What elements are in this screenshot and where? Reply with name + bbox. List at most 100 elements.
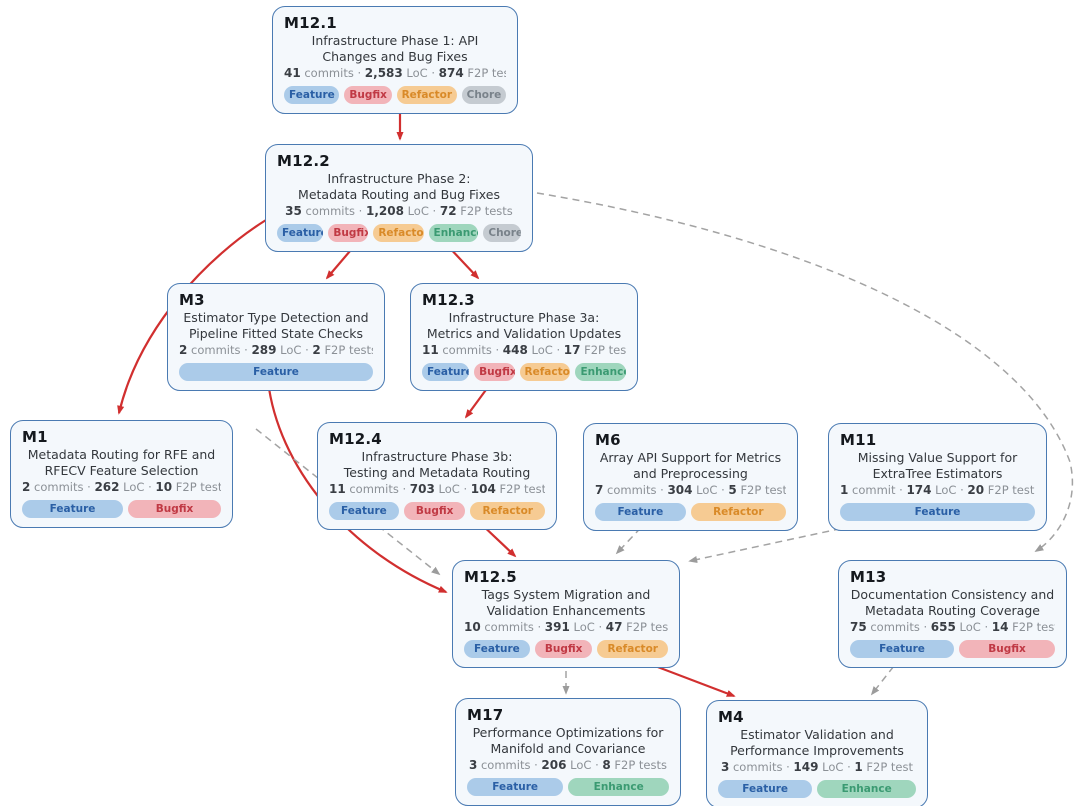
commits-label: commits ·	[607, 482, 664, 497]
milestone-node-m1: M1 Metadata Routing for RFE and RFECV Fe…	[10, 420, 233, 528]
milestone-tags: FeatureBugfixRefactorEnhanceChore	[277, 223, 521, 242]
f2p-tests-count: 874	[438, 65, 464, 80]
loc-label: LoC ·	[570, 757, 599, 772]
commits-count: 10	[464, 619, 481, 634]
tag-enhance: Enhance	[568, 777, 669, 796]
loc-count: 262	[94, 479, 120, 494]
tag-enhance: Enhance	[575, 362, 626, 381]
loc-count: 304	[667, 482, 693, 497]
commits-count: 3	[720, 759, 730, 774]
milestone-description: Metadata Routing for RFE and RFECV Featu…	[27, 447, 216, 478]
f2p-tests-label: F2P tests	[1012, 619, 1055, 634]
tag-feature: Feature	[277, 223, 324, 242]
tag-feature: Feature	[718, 779, 813, 798]
tag-bugfix: Bugfix	[959, 639, 1055, 658]
milestone-id: M17	[467, 706, 504, 724]
milestone-stats: 3 commits · 149 LoC · 1 F2P test	[718, 760, 916, 774]
commits-label: commits ·	[480, 757, 538, 772]
f2p-tests-label: F2P tests	[324, 342, 373, 357]
tag-enhance: Enhance	[817, 779, 916, 798]
milestone-id: M12.1	[284, 14, 337, 32]
milestone-node-m3: M3 Estimator Type Detection and Pipeline…	[167, 283, 385, 391]
milestone-stats: 1 commit · 174 LoC · 20 F2P tests	[840, 483, 1035, 497]
loc-label: LoC ·	[407, 203, 437, 218]
loc-label: LoC ·	[696, 482, 725, 497]
milestone-node-m12.1: M12.1 Infrastructure Phase 1: API Change…	[272, 6, 518, 114]
f2p-tests-count: 1	[854, 759, 863, 774]
commits-count: 2	[22, 479, 31, 494]
milestone-id: M4	[718, 708, 744, 726]
milestone-description: Documentation Consistency and Metadata R…	[850, 587, 1055, 618]
commits-count: 1	[840, 482, 849, 497]
milestone-node-m4: M4 Estimator Validation and Performance …	[706, 700, 928, 806]
milestone-stats: 3 commits · 206 LoC · 8 F2P tests	[467, 758, 669, 772]
commits-count: 75	[850, 619, 867, 634]
loc-label: LoC ·	[935, 482, 964, 497]
tag-refactor: Refactor	[396, 85, 457, 104]
milestone-stats: 11 commits · 448 LoC · 17 F2P tests	[422, 343, 626, 357]
tag-enhance: Enhance	[428, 223, 479, 242]
tag-refactor: Refactor	[373, 223, 424, 242]
tag-chore: Chore	[461, 85, 506, 104]
milestone-stats: 11 commits · 703 LoC · 104 F2P tests	[329, 482, 545, 496]
milestone-stats: 2 commits · 262 LoC · 10 F2P tests	[22, 480, 221, 494]
milestone-stats: 7 commits · 304 LoC · 5 F2P tests	[595, 483, 786, 497]
loc-label: LoC ·	[438, 481, 468, 496]
tag-feature: Feature	[329, 501, 399, 520]
tag-refactor: Refactor	[519, 362, 571, 381]
loc-count: 448	[502, 342, 528, 357]
tag-refactor: Refactor	[470, 501, 545, 520]
milestone-description: Tags System Migration and Validation Enh…	[481, 587, 651, 618]
commits-count: 11	[422, 342, 439, 357]
milestone-tags: Feature	[179, 362, 373, 381]
milestone-stats: 2 commits · 289 LoC · 2 F2P tests	[179, 343, 373, 357]
f2p-tests-label: F2P tests	[987, 482, 1035, 497]
milestone-description: Infrastructure Phase 1: API Changes and …	[311, 33, 479, 64]
milestone-id: M6	[595, 431, 621, 449]
edge-m11-to-m12.5	[688, 520, 877, 564]
milestone-id: M1	[22, 428, 48, 446]
tag-feature: Feature	[467, 777, 564, 796]
milestone-node-m17: M17 Performance Optimizations for Manifo…	[455, 698, 681, 806]
loc-count: 391	[544, 619, 570, 634]
f2p-tests-count: 20	[967, 482, 985, 497]
tag-bugfix: Bugfix	[128, 499, 221, 518]
f2p-tests-label: F2P tests	[460, 203, 513, 218]
loc-label: LoC ·	[822, 759, 851, 774]
milestone-description: Infrastructure Phase 2: Metadata Routing…	[298, 171, 500, 202]
commits-count: 35	[285, 203, 302, 218]
tag-refactor: Refactor	[597, 639, 668, 658]
loc-label: LoC ·	[123, 479, 152, 494]
milestone-node-m12.3: M12.3 Infrastructure Phase 3a: Metrics a…	[410, 283, 638, 391]
tag-feature: Feature	[422, 362, 470, 381]
milestone-stats: 75 commits · 655 LoC · 14 F2P tests	[850, 620, 1055, 634]
loc-count: 1,208	[365, 203, 404, 218]
milestone-id: M13	[850, 568, 887, 586]
commits-count: 41	[284, 65, 301, 80]
milestone-tags: Feature	[840, 502, 1035, 521]
loc-count: 149	[793, 759, 819, 774]
commits-label: commits ·	[191, 342, 248, 357]
tag-feature: Feature	[284, 85, 340, 104]
f2p-tests-count: 14	[991, 619, 1009, 634]
commits-label: commits ·	[732, 759, 790, 774]
f2p-tests-count: 10	[155, 479, 173, 494]
milestone-stats: 35 commits · 1,208 LoC · 72 F2P tests	[277, 204, 521, 218]
loc-count: 174	[906, 482, 932, 497]
loc-count: 655	[930, 619, 956, 634]
milestone-node-m13: M13 Documentation Consistency and Metada…	[838, 560, 1067, 668]
tag-bugfix: Bugfix	[344, 85, 392, 104]
milestone-description: Performance Optimizations for Manifold a…	[472, 725, 664, 756]
milestone-node-m11: M11 Missing Value Support for ExtraTree …	[828, 423, 1047, 531]
milestone-id: M12.5	[464, 568, 517, 586]
f2p-tests-label: F2P test	[866, 759, 914, 774]
commits-count: 3	[468, 757, 478, 772]
tag-feature: Feature	[22, 499, 124, 518]
milestone-id: M12.2	[277, 152, 330, 170]
milestone-stats: 41 commits · 2,583 LoC · 874 F2P tests	[284, 66, 506, 80]
